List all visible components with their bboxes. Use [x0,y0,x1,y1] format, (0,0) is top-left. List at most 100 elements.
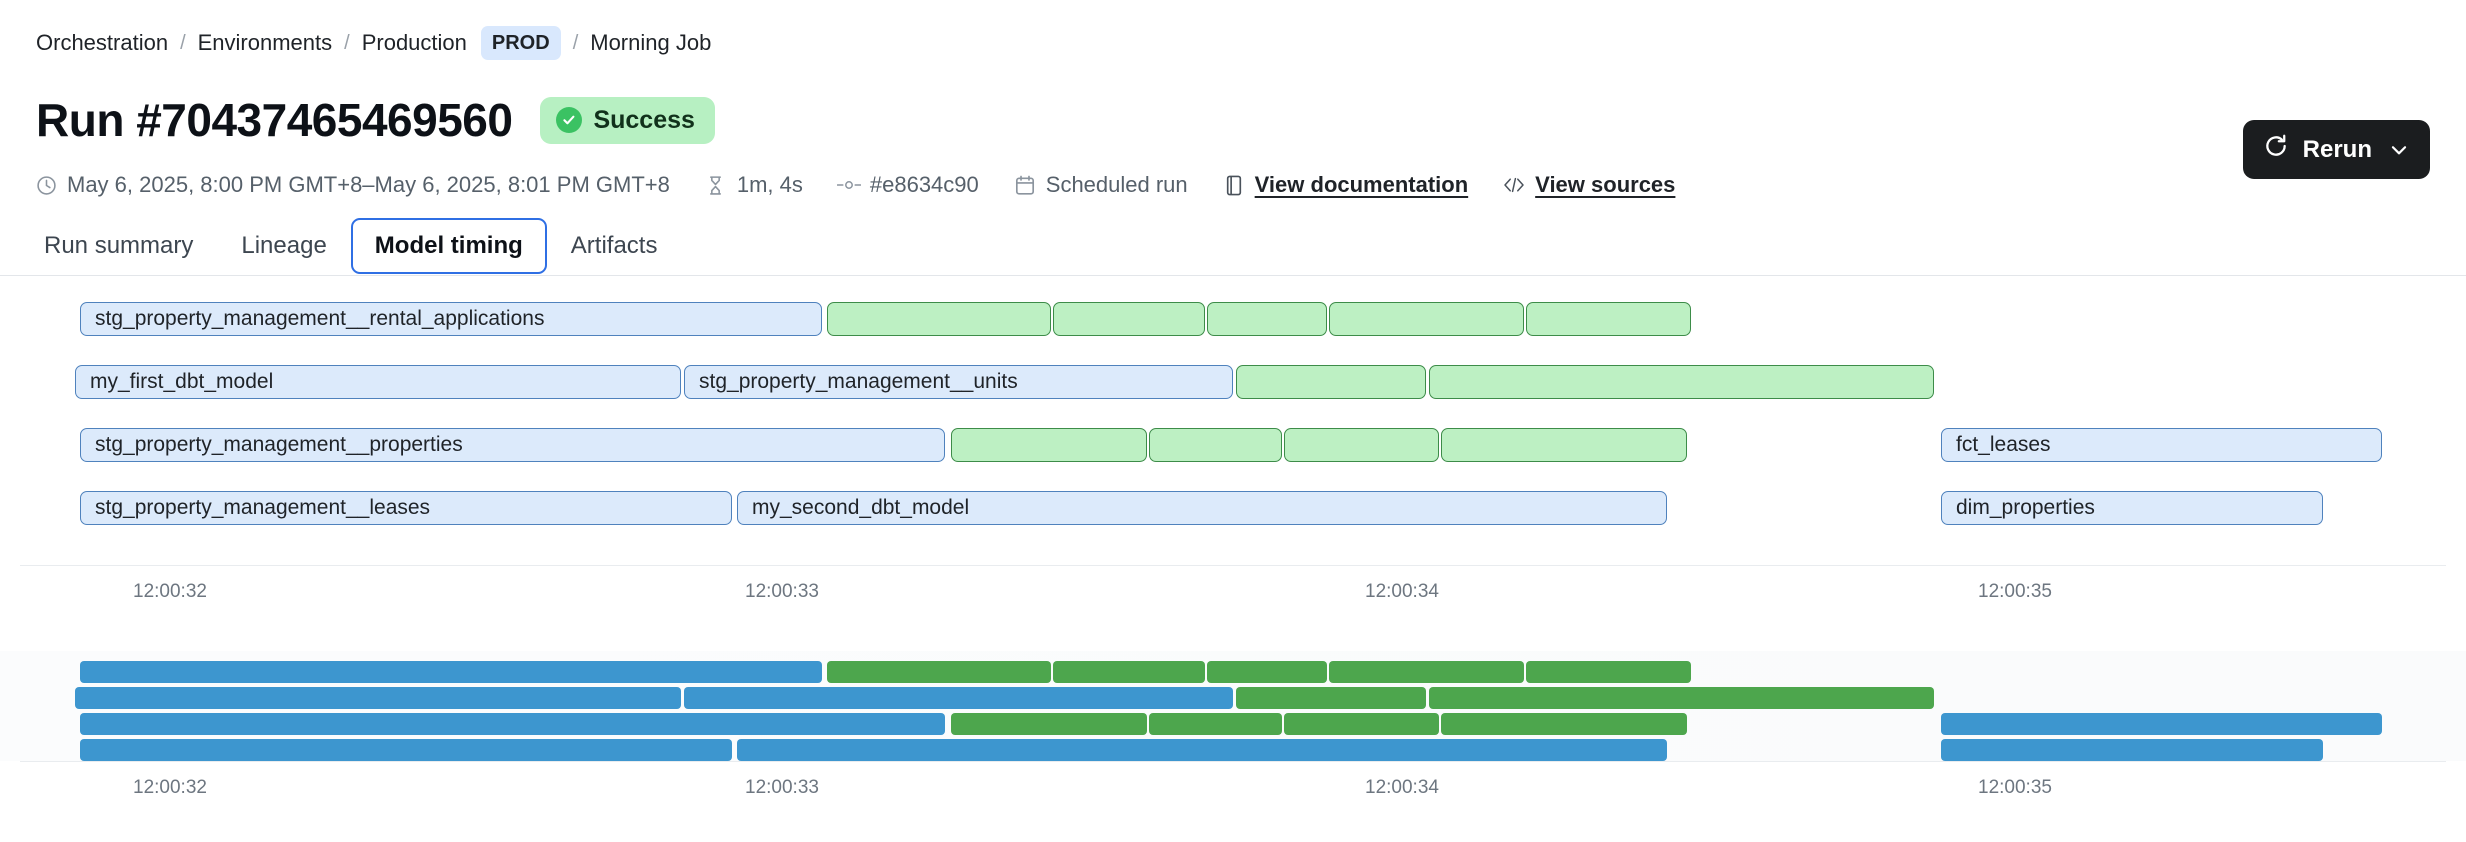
gantt-bar[interactable] [1149,428,1282,462]
gantt-overview-bar[interactable] [737,739,1667,761]
gantt-bar-dim_properties[interactable]: dim_properties [1941,491,2323,525]
gantt-overview-bar[interactable] [827,661,1051,683]
tab-bar-divider [0,275,2466,276]
tab-model-timing[interactable]: Model timing [350,218,547,274]
title-row: Run #70437465469560 Success [36,93,715,147]
gantt-overview-row [0,713,2466,735]
axis-tick-label: 12:00:32 [133,777,207,798]
axis-tick-label: 12:00:35 [1978,581,2052,602]
gantt-bar[interactable] [1236,365,1426,399]
gantt-overview-bar[interactable] [1429,687,1934,709]
refresh-icon [2263,133,2289,166]
gantt-overview-bar[interactable] [951,713,1147,735]
gantt-bar-fct_leases[interactable]: fct_leases [1941,428,2382,462]
gantt-overview-row [0,687,2466,709]
gantt-overview-bar[interactable] [684,687,1233,709]
clock-icon [34,173,58,197]
meta-commit: #e8634c90 [836,172,979,198]
gantt-bar[interactable] [1284,428,1439,462]
breadcrumb-item-orchestration[interactable]: Orchestration [36,30,169,55]
gantt-bar[interactable] [1526,302,1691,336]
meta-commit-text[interactable]: #e8634c90 [869,172,979,197]
environment-badge: PROD [480,26,561,60]
page-title: Run #70437465469560 [36,94,513,146]
meta-time-range: May 6, 2025, 8:00 PM GMT+8–May 6, 2025, … [34,172,670,198]
gantt-bar-my_second_dbt_model[interactable]: my_second_dbt_model [737,491,1667,525]
tab-lineage[interactable]: Lineage [241,232,327,259]
gantt-bar-stg_property_management__units[interactable]: stg_property_management__units [684,365,1233,399]
gantt-bar-stg_property_management__properties[interactable]: stg_property_management__properties [80,428,945,462]
gantt-bar[interactable] [1429,365,1934,399]
run-meta: May 6, 2025, 8:00 PM GMT+8–May 6, 2025, … [34,172,1675,198]
view-sources-link[interactable]: View sources [1535,172,1676,197]
gantt-bar[interactable] [1053,302,1205,336]
gantt-overview-bar[interactable] [1329,661,1524,683]
gantt-row: stg_property_management__leases my_second… [0,491,2466,525]
gantt-overview-row [0,739,2466,761]
gantt-row: stg_property_management__rental_applicat… [0,302,2466,336]
view-documentation-link[interactable]: View documentation [1254,172,1469,197]
gantt-row: my_first_dbt_model stg_property_managemen… [0,365,2466,399]
axis-tick-label: 12:00:34 [1365,581,1439,602]
gantt-overview-bar[interactable] [1284,713,1439,735]
axis-line [20,761,2446,762]
meta-duration: 1m, 4s [704,172,803,198]
gantt-overview-bar[interactable] [1236,687,1426,709]
gantt-bar-label: stg_property_management__units [699,370,1018,393]
gantt-overview-bar[interactable] [1207,661,1327,683]
gantt-overview-bar[interactable] [1441,713,1687,735]
gantt-bar[interactable] [951,428,1147,462]
gantt-overview-bar[interactable] [1941,739,2323,761]
gantt-overview-bar[interactable] [1941,713,2382,735]
gantt-bar-stg_property_management__rental_applications[interactable]: stg_property_management__rental_applicat… [80,302,822,336]
axis-tick-label: 12:00:35 [1978,777,2052,798]
chevron-down-icon[interactable] [2388,139,2410,161]
hourglass-icon [704,173,728,197]
gantt-overview-bar[interactable] [80,713,945,735]
breadcrumb-item-environments[interactable]: Environments [197,30,333,55]
tab-bar: Run summary Lineage Model timing Artifac… [20,218,681,274]
check-circle-icon [556,107,583,133]
gantt-bar-label: stg_property_management__rental_applicat… [95,307,545,330]
meta-trigger: Scheduled run [1013,172,1188,198]
breadcrumb-item-production[interactable]: Production [361,30,467,55]
gantt-bar-stg_property_management__leases[interactable]: stg_property_management__leases [80,491,732,525]
gantt-bar[interactable] [1207,302,1327,336]
book-icon [1222,173,1246,197]
meta-documentation[interactable]: View documentation [1222,172,1469,198]
rerun-button[interactable]: Rerun [2242,120,2430,179]
gantt-bar-label: dim_properties [1956,496,2095,519]
calendar-icon [1013,173,1037,197]
gantt-overview-bar[interactable] [1053,661,1205,683]
gantt-detail-chart[interactable]: stg_property_management__rental_applicat… [0,300,2466,565]
breadcrumb-separator: / [572,32,579,54]
gantt-overview-bar[interactable] [1526,661,1691,683]
gantt-bar[interactable] [1329,302,1524,336]
axis-tick-label: 12:00:32 [133,581,207,602]
gantt-overview-bar[interactable] [75,687,681,709]
gantt-bar-label: stg_property_management__leases [95,496,431,519]
gantt-overview-bar[interactable] [80,739,732,761]
gantt-bar-my_first_dbt_model[interactable]: my_first_dbt_model [75,365,681,399]
breadcrumb: Orchestration / Environments / Productio… [36,26,711,60]
meta-sources[interactable]: View sources [1502,172,1675,198]
breadcrumb-item-morning-job[interactable]: Morning Job [590,30,712,55]
meta-trigger-text: Scheduled run [1045,172,1188,197]
axis-tick-label: 12:00:33 [745,777,819,798]
status-badge: Success [540,96,715,144]
axis-line [20,565,2446,566]
gantt-bar-label: my_second_dbt_model [752,496,970,519]
gantt-overview-bar[interactable] [1149,713,1282,735]
gantt-overview-bar[interactable] [80,661,822,683]
meta-time-range-text: May 6, 2025, 8:00 PM GMT+8–May 6, 2025, … [67,172,670,197]
gantt-overview-chart[interactable] [0,651,2466,761]
gantt-bar[interactable] [1441,428,1687,462]
gantt-bar-label: stg_property_management__properties [95,433,463,456]
gantt-bar[interactable] [827,302,1051,336]
tab-artifacts[interactable]: Artifacts [570,232,658,259]
tab-run-summary[interactable]: Run summary [44,232,194,259]
